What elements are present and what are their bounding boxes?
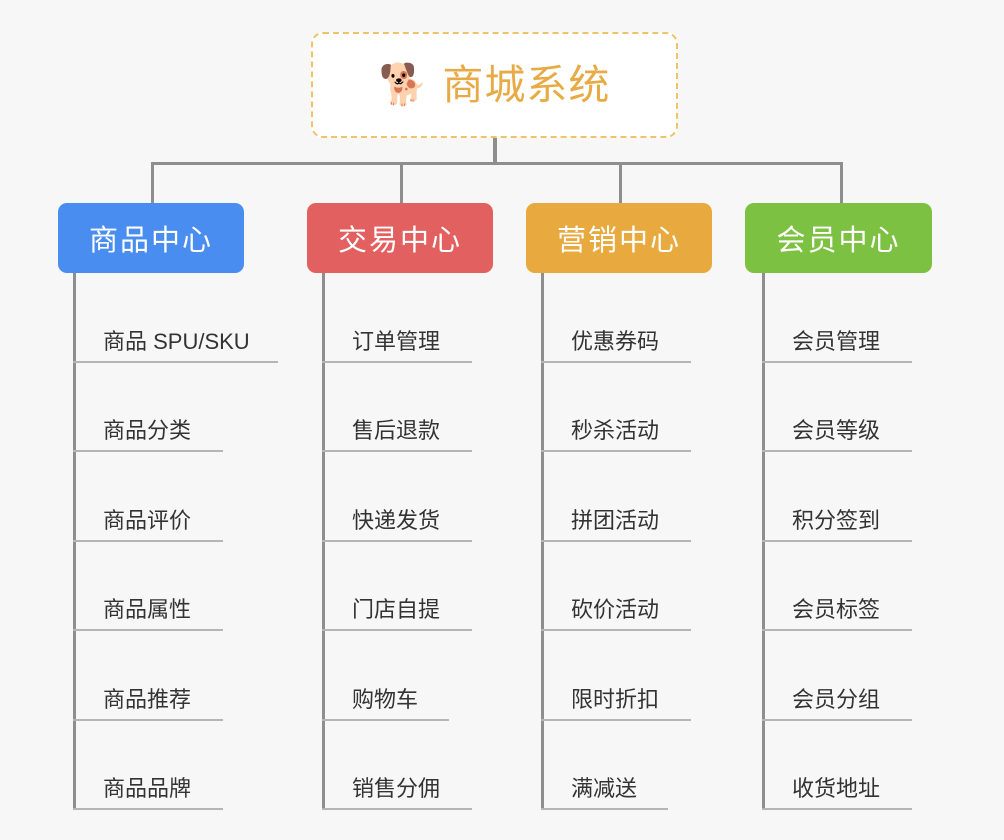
leaf-item-label: 商品评价 bbox=[103, 507, 192, 533]
leaf-item[interactable]: 订单管理 bbox=[322, 273, 472, 363]
child-stem-connector-product-center bbox=[73, 273, 76, 810]
leaf-item-underline bbox=[541, 450, 691, 452]
leaf-item-underline bbox=[73, 450, 223, 452]
leaf-list-trade-center: 订单管理售后退款快递发货门店自提购物车销售分佣 bbox=[322, 273, 472, 810]
leaf-item-label: 优惠券码 bbox=[571, 328, 660, 354]
leaf-item-underline bbox=[322, 808, 472, 810]
leaf-item-underline bbox=[762, 629, 912, 631]
leaf-item-label: 会员分组 bbox=[792, 686, 881, 712]
leaf-item-underline bbox=[541, 360, 691, 363]
root-trunk-connector bbox=[493, 138, 497, 164]
leaf-item[interactable]: 会员管理 bbox=[762, 273, 912, 363]
leaf-item-underline bbox=[322, 360, 472, 363]
leaf-item[interactable]: 优惠券码 bbox=[541, 273, 691, 363]
root-node[interactable]: 🐕 商城系统 bbox=[311, 32, 678, 138]
branch-drop-connector-3 bbox=[619, 162, 622, 204]
leaf-item-underline bbox=[762, 360, 912, 363]
branch-drop-connector-2 bbox=[400, 162, 403, 204]
leaf-item-underline bbox=[541, 718, 691, 721]
leaf-item-label: 拼团活动 bbox=[571, 507, 660, 533]
root-branch-bar-connector bbox=[151, 162, 842, 165]
category-header-label: 营销中心 bbox=[556, 225, 681, 257]
leaf-item-underline bbox=[541, 629, 691, 631]
leaf-item-label: 商品 SPU/SKU bbox=[103, 328, 250, 354]
leaf-item[interactable]: 商品推荐 bbox=[73, 631, 223, 721]
leaf-item-underline bbox=[762, 539, 912, 542]
leaf-item[interactable]: 限时折扣 bbox=[541, 631, 691, 721]
leaf-item-label: 秒杀活动 bbox=[571, 418, 660, 443]
leaf-item[interactable]: 快递发货 bbox=[322, 452, 472, 542]
leaf-item-label: 限时折扣 bbox=[571, 686, 660, 712]
leaf-item-underline bbox=[322, 450, 472, 452]
leaf-list-product-center: 商品 SPU/SKU 商品分类商品评价商品属性商品推荐商品品牌 bbox=[73, 273, 278, 810]
leaf-item[interactable]: 售后退款 bbox=[322, 363, 472, 452]
leaf-item-underline bbox=[541, 539, 691, 542]
category-header-trade-center[interactable]: 交易中心 bbox=[307, 203, 493, 273]
leaf-list-marketing-center: 优惠券码秒杀活动拼团活动砍价活动限时折扣满减送 bbox=[541, 273, 691, 810]
leaf-item[interactable]: 会员标签 bbox=[762, 542, 912, 631]
leaf-item-label: 门店自提 bbox=[352, 597, 441, 622]
leaf-item-underline bbox=[762, 718, 912, 721]
leaf-item[interactable]: 购物车 bbox=[322, 631, 449, 721]
leaf-item-label: 积分签到 bbox=[792, 507, 881, 533]
leaf-list-member-center: 会员管理会员等级积分签到会员标签会员分组收货地址 bbox=[762, 273, 912, 810]
leaf-item-underline bbox=[322, 539, 472, 542]
leaf-item-underline bbox=[322, 718, 449, 721]
leaf-item-label: 快递发货 bbox=[352, 507, 441, 533]
leaf-item-underline bbox=[541, 808, 668, 810]
leaf-item-label: 收货地址 bbox=[792, 776, 881, 801]
leaf-item-label: 满减送 bbox=[571, 776, 638, 801]
leaf-item-label: 商品分类 bbox=[103, 418, 192, 443]
child-stem-connector-marketing-center bbox=[541, 273, 544, 810]
leaf-item-label: 订单管理 bbox=[352, 328, 441, 354]
leaf-item[interactable]: 秒杀活动 bbox=[541, 363, 691, 452]
leaf-item[interactable]: 商品评价 bbox=[73, 452, 223, 542]
leaf-item-label: 售后退款 bbox=[352, 418, 441, 443]
leaf-item[interactable]: 商品分类 bbox=[73, 363, 223, 452]
branch-drop-connector-1 bbox=[151, 162, 154, 204]
leaf-item[interactable]: 拼团活动 bbox=[541, 452, 691, 542]
leaf-item-label: 会员标签 bbox=[792, 597, 881, 622]
leaf-item-underline bbox=[73, 539, 223, 542]
root-title: 商城系统 bbox=[442, 61, 611, 108]
leaf-item-label: 购物车 bbox=[352, 686, 419, 712]
leaf-item[interactable]: 会员分组 bbox=[762, 631, 912, 721]
category-header-label: 商品中心 bbox=[88, 225, 213, 257]
category-header-label: 会员中心 bbox=[776, 225, 901, 257]
child-stem-connector-member-center bbox=[762, 273, 765, 810]
category-header-label: 交易中心 bbox=[337, 225, 462, 257]
leaf-item[interactable]: 满减送 bbox=[541, 721, 668, 810]
leaf-item[interactable]: 商品品牌 bbox=[73, 721, 223, 810]
category-header-marketing-center[interactable]: 营销中心 bbox=[526, 203, 712, 273]
branch-drop-connector-4 bbox=[840, 162, 843, 204]
leaf-item[interactable]: 积分签到 bbox=[762, 452, 912, 542]
shiba-dog-icon: 🐕 bbox=[378, 63, 429, 107]
category-header-member-center[interactable]: 会员中心 bbox=[745, 203, 932, 273]
leaf-item-label: 商品品牌 bbox=[103, 776, 192, 801]
leaf-item-underline bbox=[73, 808, 223, 810]
leaf-item-label: 商品属性 bbox=[103, 597, 192, 622]
leaf-item-underline bbox=[322, 629, 472, 631]
leaf-item-label: 销售分佣 bbox=[352, 776, 441, 801]
leaf-item-underline bbox=[73, 718, 223, 721]
leaf-item[interactable]: 会员等级 bbox=[762, 363, 912, 452]
leaf-item-label: 砍价活动 bbox=[571, 597, 660, 622]
child-stem-connector-trade-center bbox=[322, 273, 325, 810]
leaf-item[interactable]: 砍价活动 bbox=[541, 542, 691, 631]
leaf-item[interactable]: 门店自提 bbox=[322, 542, 472, 631]
leaf-item-underline bbox=[73, 360, 278, 363]
leaf-item[interactable]: 商品属性 bbox=[73, 542, 223, 631]
leaf-item[interactable]: 销售分佣 bbox=[322, 721, 472, 810]
leaf-item-label: 会员管理 bbox=[792, 328, 881, 354]
leaf-item[interactable]: 收货地址 bbox=[762, 721, 912, 810]
leaf-item-label: 会员等级 bbox=[792, 418, 881, 443]
category-header-product-center[interactable]: 商品中心 bbox=[58, 203, 244, 273]
leaf-item-underline bbox=[73, 629, 223, 631]
leaf-item-underline bbox=[762, 450, 912, 452]
leaf-item[interactable]: 商品 SPU/SKU bbox=[73, 273, 278, 363]
leaf-item-label: 商品推荐 bbox=[103, 686, 192, 712]
leaf-item-underline bbox=[762, 808, 912, 810]
